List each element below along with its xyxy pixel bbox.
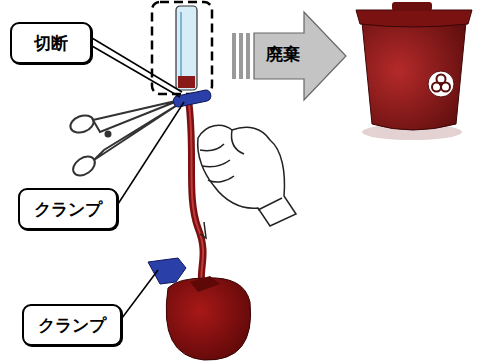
- arrow-node: 廃棄: [232, 10, 348, 102]
- arrow-stripe: [239, 33, 243, 79]
- arrow-stripe: [232, 33, 236, 79]
- arrow-body: [254, 12, 346, 100]
- arrow-stripe: [246, 33, 250, 79]
- node-label: 廃棄: [266, 43, 300, 66]
- bag-port: [190, 276, 220, 292]
- bin-lid: [356, 10, 472, 27]
- bin-body: [362, 22, 466, 130]
- callout-box: クランプ: [22, 304, 122, 346]
- flow-mark: [200, 222, 206, 238]
- blood-in-segment: [178, 76, 195, 88]
- biohazard-symbol: [428, 71, 454, 97]
- node-label: クランプ: [38, 314, 106, 337]
- clamp: [172, 89, 211, 108]
- tube-segment: [176, 6, 197, 90]
- blood-tube: [188, 96, 204, 292]
- tube-highlight: [180, 12, 182, 84]
- tube-shine: [188, 96, 204, 292]
- node-label: クランプ: [34, 198, 102, 221]
- blood-bag: [166, 278, 250, 360]
- bin-handle: [392, 2, 432, 11]
- callout-box: 切断: [10, 22, 92, 64]
- callout-box: クランプ: [18, 188, 118, 230]
- biohazard-bin: [356, 2, 472, 140]
- node-label: 切断: [34, 32, 68, 55]
- gloved-hand: [198, 125, 296, 226]
- clamp: [148, 258, 186, 284]
- leader-lines: [92, 38, 184, 318]
- scissors: [68, 100, 182, 179]
